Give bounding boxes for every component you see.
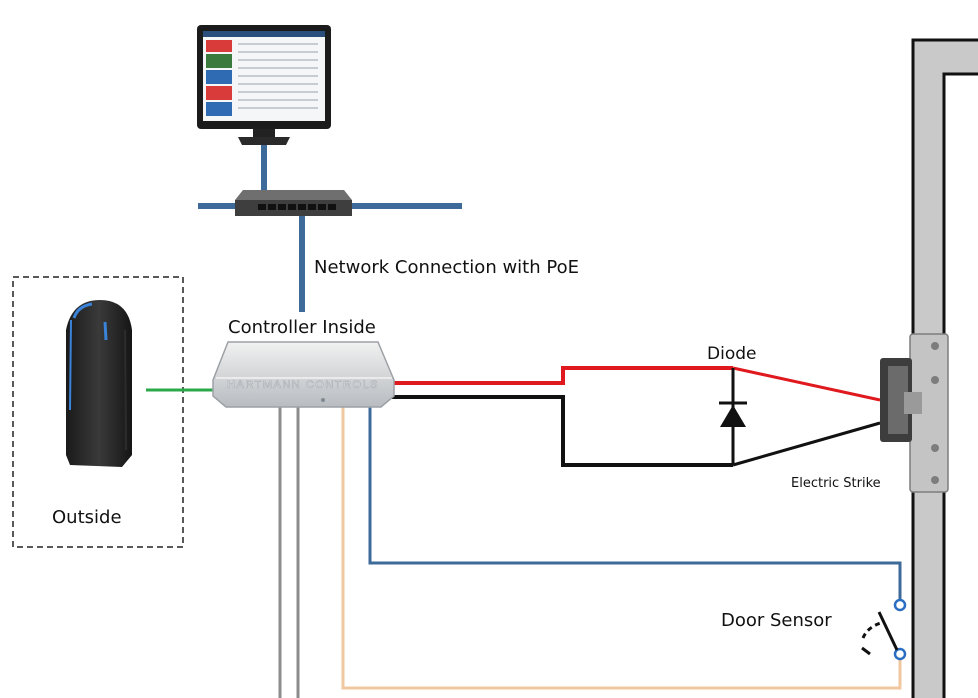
- network-cabling: [198, 138, 462, 312]
- electric-strike-label: Electric Strike: [791, 476, 881, 491]
- door-sensor-icon: [861, 598, 907, 661]
- network-switch-icon: [235, 190, 352, 216]
- controller-brand-text: HARTMANN CONTROLS: [227, 379, 379, 391]
- electric-strike-icon: [880, 333, 949, 493]
- controller-label: Controller Inside: [228, 317, 376, 338]
- diode-icon: [719, 401, 747, 427]
- controller-wiring: [278, 404, 902, 698]
- door-frame: [911, 38, 978, 698]
- diode-label: Diode: [707, 344, 756, 364]
- strike-wiring: [392, 366, 881, 467]
- monitor-icon: [197, 25, 331, 145]
- network-connection-label: Network Connection with PoE: [314, 257, 579, 278]
- door-sensor-label: Door Sensor: [721, 610, 832, 631]
- card-reader-icon: [66, 300, 132, 467]
- outside-zone: [12, 276, 184, 548]
- outside-label: Outside: [52, 507, 122, 528]
- controller-icon: HARTMANN CONTROLS: [212, 341, 395, 408]
